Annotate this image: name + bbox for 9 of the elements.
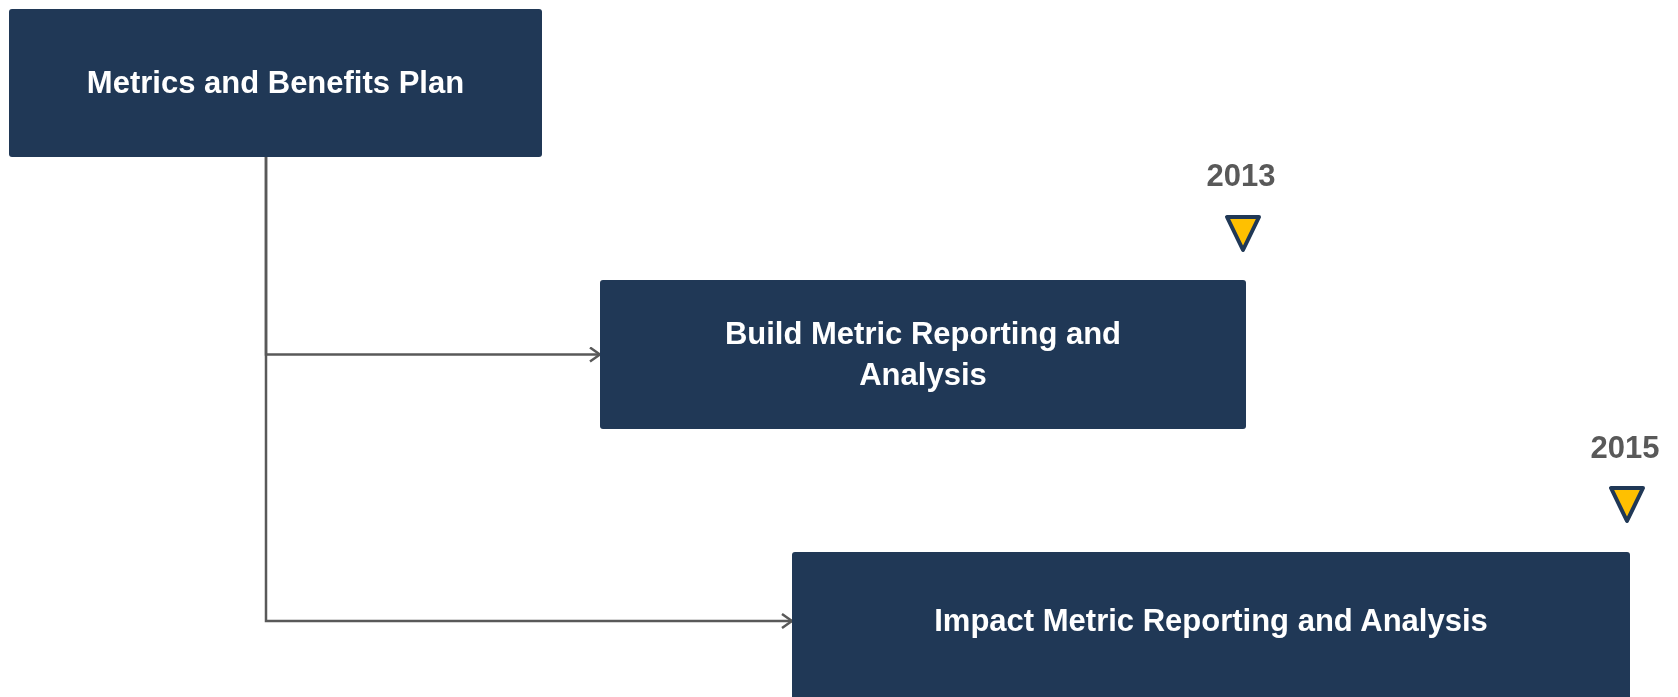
process-box xyxy=(600,280,1246,429)
box-label: Build Metric Reporting and Analysis xyxy=(723,315,1123,394)
year-label: 2013 xyxy=(1206,158,1276,194)
process-box xyxy=(792,552,1630,697)
process-box xyxy=(9,9,542,157)
year-label: 2015 xyxy=(1590,430,1660,466)
box-label: Metrics and Benefits Plan xyxy=(86,63,465,102)
box-label: Impact Metric Reporting and Analysis xyxy=(934,601,1488,640)
connector-arrow xyxy=(264,157,794,630)
